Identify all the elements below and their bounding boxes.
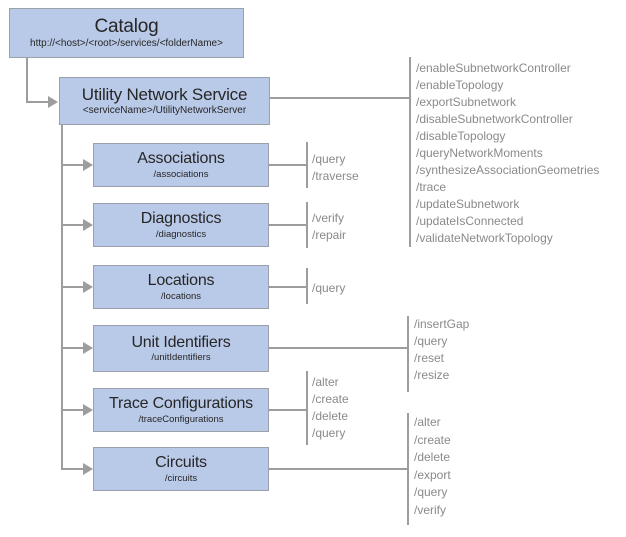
connector-branch-circuits (61, 468, 83, 470)
arrow-right-icon (48, 96, 58, 108)
node-utility-network-service: Utility Network Service <serviceName>/Ut… (59, 77, 270, 125)
connector-diagnostics-operations (269, 224, 306, 226)
connector-associations-operations (269, 164, 306, 166)
operations-bracket-trace-configurations (306, 371, 308, 445)
connector-branch-trace-configurations (61, 409, 83, 411)
node-subtitle: /circuits (164, 472, 198, 484)
arrow-right-icon (83, 342, 93, 354)
operations-list-locations: /query (312, 280, 345, 297)
node-subtitle: /associations (153, 168, 209, 180)
arrow-right-icon (83, 159, 93, 171)
arrow-right-icon (83, 463, 93, 475)
operation-label: /alter (414, 415, 441, 429)
connector-catalog-vertical-line (26, 58, 28, 102)
operation-label: /enableSubnetworkController (416, 61, 571, 75)
operation-label: /resize (414, 368, 450, 382)
node-subtitle: /locations (160, 290, 202, 302)
connector-trace-configurations-operations (269, 409, 306, 411)
connector-uns-operations (270, 97, 409, 99)
connector-branch-associations (61, 164, 83, 166)
operation-label: /updateIsConnected (416, 214, 524, 228)
operation-label: /enableTopology (416, 78, 504, 92)
operations-bracket-circuits (407, 413, 409, 525)
operation-label: /repair (312, 228, 347, 242)
operation-label: /verify (312, 211, 345, 225)
node-catalog: Catalog http://<host>/<root>/services/<f… (9, 8, 244, 58)
operation-label: /delete (414, 450, 451, 464)
connector-catalog-horizontal-line (26, 101, 48, 103)
connector-unit-identifiers-operations (269, 347, 407, 349)
node-subtitle: /unitIdentifiers (151, 352, 211, 364)
operations-bracket-unit-identifiers (407, 316, 409, 392)
node-unit-identifiers: Unit Identifiers /unitIdentifiers (93, 325, 269, 372)
node-title: Diagnostics (140, 210, 222, 228)
operation-label: /traverse (312, 169, 359, 183)
node-locations: Locations /locations (93, 265, 269, 309)
operation-label: /reset (414, 351, 445, 365)
operation-label: /create (414, 432, 451, 447)
node-title: Catalog (94, 15, 159, 37)
operation-label: /delete (312, 409, 349, 423)
operations-bracket-associations (306, 142, 308, 188)
arrow-right-icon (83, 219, 93, 231)
connector-trunk-vertical-line (61, 125, 63, 470)
node-subtitle: <serviceName>/UtilityNetworkServer (82, 105, 247, 117)
node-subtitle: http://<host>/<root>/services/<folderNam… (30, 38, 223, 50)
node-trace-configurations: Trace Configurations /traceConfiguration… (93, 388, 269, 432)
node-title: Trace Configurations (109, 395, 253, 413)
node-diagnostics: Diagnostics /diagnostics (93, 203, 269, 247)
operation-label: /trace (416, 180, 447, 194)
operation-label: /disableTopology (416, 129, 506, 143)
operation-label: /validateNetworkTopology (416, 231, 553, 245)
operations-list-trace-configurations: /alter/create/delete/query (312, 374, 349, 442)
node-title: Utility Network Service (81, 84, 248, 104)
operation-label: /verify (414, 502, 447, 517)
connector-branch-locations (61, 286, 83, 288)
operation-label: /disableSubnetworkController (416, 112, 573, 126)
operation-label: /insertGap (414, 317, 470, 331)
operation-label: /export (414, 467, 451, 482)
node-subtitle: /diagnostics (155, 228, 207, 240)
operation-label: /updateSubnetwork (416, 197, 520, 211)
operation-label: /query (312, 152, 346, 166)
operations-bracket-uns (409, 57, 411, 247)
operations-bracket-locations (306, 268, 308, 304)
arrow-right-icon (83, 281, 93, 293)
operation-label: /alter (312, 375, 339, 389)
operation-label: /synthesizeAssociationGeometries (416, 163, 600, 177)
connector-locations-operations (269, 286, 306, 288)
operation-label: /queryNetworkMoments (416, 146, 543, 160)
node-circuits: Circuits /circuits (93, 447, 269, 491)
operation-label: /exportSubnetwork (416, 95, 517, 109)
operation-label: /query (312, 281, 346, 295)
node-associations: Associations /associations (93, 143, 269, 187)
connector-branch-unit-identifiers (61, 347, 83, 349)
node-title: Unit Identifiers (131, 333, 231, 351)
arrow-right-icon (83, 404, 93, 416)
node-title: Circuits (155, 454, 207, 472)
operations-list-circuits: /alter/create/delete/export/query/verify (414, 414, 451, 519)
operations-list-diagnostics: /verify/repair (312, 210, 346, 244)
node-title: Locations (147, 272, 215, 290)
operation-label: /query (414, 334, 448, 348)
node-subtitle: /traceConfigurations (138, 413, 224, 425)
operation-label: /query (414, 485, 448, 499)
node-title: Associations (137, 150, 225, 168)
operations-list-utility-network-service: /enableSubnetworkController/enableTopolo… (416, 60, 599, 247)
connector-circuits-operations (269, 468, 407, 470)
operations-bracket-diagnostics (306, 202, 308, 248)
operation-label: /create (312, 392, 349, 406)
operations-list-unit-identifiers: /insertGap/query/reset/resize (414, 316, 469, 384)
connector-branch-diagnostics (61, 224, 83, 226)
operation-label: /query (312, 426, 346, 440)
operations-list-associations: /query/traverse (312, 151, 359, 185)
